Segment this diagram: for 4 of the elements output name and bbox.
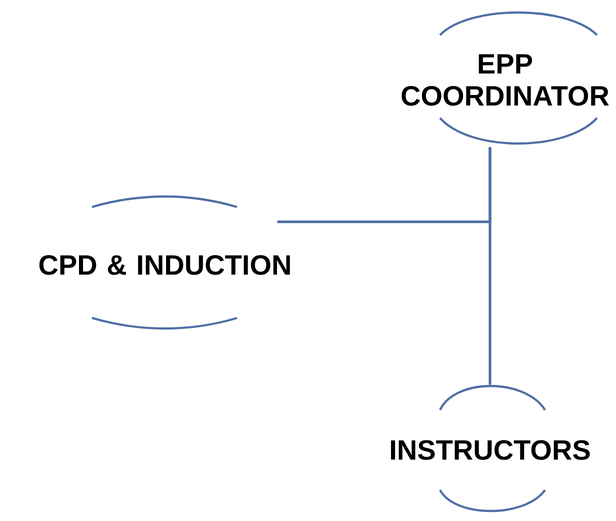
circle-node: CPD & INDUCTION: [39, 195, 290, 330]
circle-node: INSTRUCTORS: [391, 384, 590, 512]
circle-node: EPP COORDINATOR: [402, 11, 609, 145]
connector-line: [277, 147, 492, 224]
